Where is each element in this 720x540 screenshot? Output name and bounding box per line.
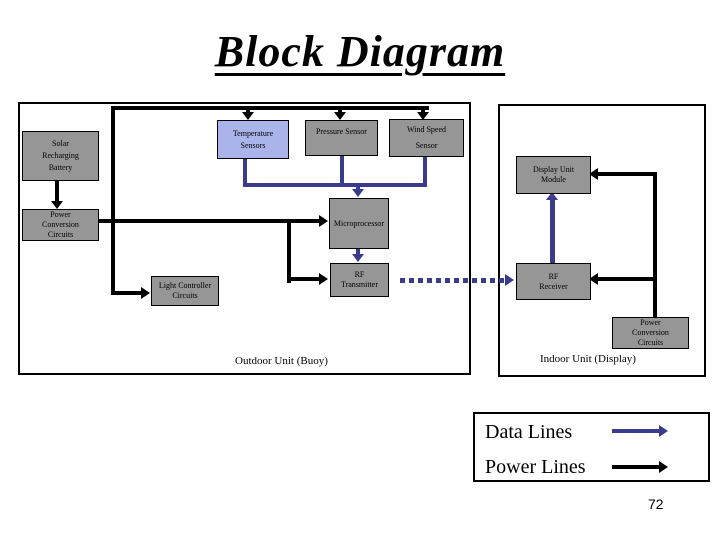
legend-power-lines-label: Power Lines bbox=[485, 456, 586, 478]
box-label-line: RF bbox=[548, 271, 559, 281]
box-label-line: Sensor bbox=[415, 141, 438, 150]
box-label-line: Receiver bbox=[539, 281, 568, 291]
wind-speed-sensor-box: Wind Speed Sensor bbox=[389, 119, 464, 157]
box-label-line: Display Unit bbox=[532, 165, 575, 174]
indoor-unit-label: Indoor Unit (Display) bbox=[540, 353, 636, 365]
legend-power-line-sample bbox=[612, 465, 660, 469]
box-label-line: Battery bbox=[48, 163, 73, 172]
box-label-line: Microprocessor bbox=[333, 218, 385, 228]
box-label-line: Pressure Sensor bbox=[316, 127, 367, 136]
microprocessor-box: Microprocessor bbox=[329, 198, 389, 249]
arrowhead-right-icon bbox=[505, 274, 514, 286]
arrowhead-left-icon bbox=[589, 168, 598, 180]
power-line-drop-wind bbox=[421, 110, 425, 113]
arrowhead-down-icon bbox=[334, 112, 346, 120]
arrowhead-up-icon bbox=[546, 192, 558, 200]
rf-transmitter-box: RF Transmitter bbox=[330, 263, 389, 297]
arrowhead-right-icon bbox=[319, 273, 328, 285]
data-line-to-microprocessor bbox=[356, 187, 360, 190]
power-line-drop-temperature bbox=[246, 110, 250, 113]
box-label-line: Conversion bbox=[42, 220, 79, 229]
solar-recharging-battery-box: Solar Recharging Battery bbox=[22, 131, 99, 181]
box-label-line: Recharging bbox=[42, 151, 79, 160]
box-label-line: Solar bbox=[52, 139, 69, 148]
box-label-line: Sensors bbox=[240, 140, 266, 150]
temperature-sensors-box: Temperature Sensors bbox=[217, 120, 289, 159]
page-title: Block Diagram bbox=[214, 27, 506, 76]
power-line-to-rf-receiver bbox=[597, 277, 657, 281]
power-line-top-bus bbox=[111, 106, 429, 110]
arrowhead-down-icon bbox=[242, 112, 254, 120]
box-label-line: Wind Speed bbox=[406, 125, 446, 134]
data-line-wind-drop bbox=[423, 155, 427, 187]
arrowhead-down-icon bbox=[417, 112, 429, 120]
arrowhead-right-icon bbox=[319, 215, 328, 227]
arrowhead-down-icon bbox=[352, 254, 364, 262]
arrowhead-right-icon bbox=[659, 425, 668, 437]
box-label-line: Conversion bbox=[632, 328, 669, 337]
power-line-to-display-module bbox=[597, 172, 657, 176]
light-controller-circuits-box: Light Controller Circuits bbox=[151, 276, 219, 306]
box-label-line: RF bbox=[354, 270, 365, 279]
box-label-line: Power bbox=[50, 210, 71, 219]
data-line-sensor-bus bbox=[243, 183, 427, 187]
power-line-branch-vertical bbox=[287, 219, 291, 283]
data-line-micro-to-rft bbox=[356, 247, 360, 255]
data-line-temperature-drop bbox=[243, 157, 247, 187]
arrowhead-left-icon bbox=[589, 273, 598, 285]
arrowhead-right-icon bbox=[141, 287, 150, 299]
legend-box: Data Lines Power Lines bbox=[473, 412, 710, 482]
power-conversion-circuits-indoor-box: Power Conversion Circuits bbox=[612, 317, 689, 349]
data-line-rf-wireless-dotted bbox=[400, 278, 506, 283]
data-line-rfr-to-display bbox=[550, 199, 555, 264]
power-line-solar-to-pcc bbox=[55, 179, 59, 202]
power-line-main-vertical bbox=[111, 106, 115, 295]
pressure-sensor-box: Pressure Sensor bbox=[305, 120, 378, 156]
rf-receiver-box: RF Receiver bbox=[516, 263, 591, 300]
power-line-drop-pressure bbox=[338, 110, 342, 113]
box-label-line: Circuits bbox=[637, 338, 664, 347]
arrowhead-right-icon bbox=[659, 461, 668, 473]
legend-data-lines-label: Data Lines bbox=[485, 421, 573, 443]
power-conversion-circuits-outdoor-box: Power Conversion Circuits bbox=[22, 209, 99, 241]
box-label-line: Light Controller bbox=[158, 281, 212, 290]
outdoor-unit-label: Outdoor Unit (Buoy) bbox=[235, 355, 328, 367]
box-label-line: Transmitter bbox=[340, 280, 379, 289]
legend-data-line-sample bbox=[612, 429, 660, 433]
power-line-to-light-controller bbox=[111, 291, 142, 295]
slide-number: 72 bbox=[648, 496, 664, 512]
power-line-indoor-vertical bbox=[653, 172, 657, 317]
display-unit-module-box: Display Unit Module bbox=[516, 156, 591, 194]
box-label-line: Temperature bbox=[232, 128, 274, 138]
box-label-line: Circuits bbox=[172, 291, 198, 300]
box-label-line: Module bbox=[541, 175, 566, 184]
power-line-to-rf-transmitter bbox=[287, 277, 320, 281]
arrowhead-down-icon bbox=[352, 189, 364, 197]
arrowhead-down-icon bbox=[51, 201, 63, 209]
data-line-pressure-drop bbox=[340, 156, 344, 187]
box-label-line: Circuits bbox=[47, 230, 74, 239]
box-label-line: Power bbox=[640, 318, 661, 327]
power-line-pcc-horizontal bbox=[95, 219, 320, 223]
